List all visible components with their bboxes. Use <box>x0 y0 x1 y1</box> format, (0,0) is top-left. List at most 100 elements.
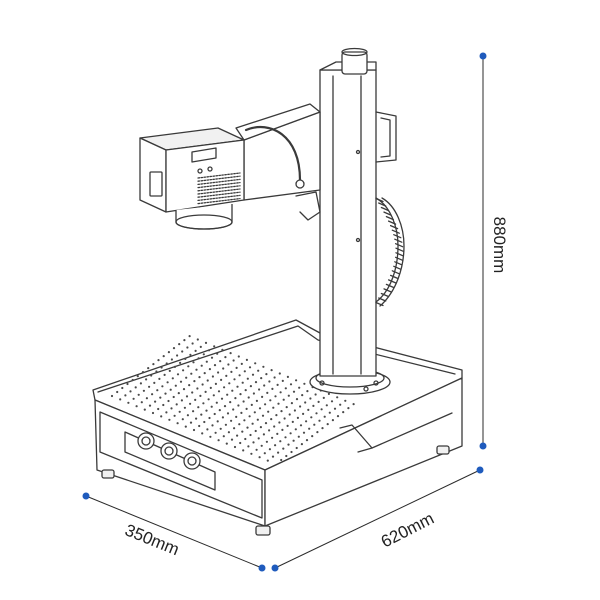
vertical-column <box>309 47 391 395</box>
table-hole <box>295 379 298 382</box>
table-hole <box>277 451 280 454</box>
cable-coil <box>389 274 399 280</box>
table-hole <box>201 432 204 435</box>
table-hole <box>246 377 249 380</box>
vent-slot <box>197 178 241 186</box>
table-hole <box>110 394 114 398</box>
table-hole <box>217 439 220 442</box>
cable-coil <box>380 206 390 212</box>
table-hole <box>219 427 222 430</box>
table-hole <box>302 412 305 415</box>
table-hole <box>191 391 194 394</box>
table-hole <box>223 386 226 389</box>
table-hole <box>148 404 152 407</box>
table-hole <box>256 418 259 421</box>
table-hole <box>213 364 217 367</box>
table-hole <box>151 393 154 396</box>
table-hole <box>278 421 281 424</box>
table-hole <box>246 426 249 429</box>
table-hole <box>216 420 219 423</box>
table-hole <box>300 443 303 446</box>
table-hole <box>253 411 256 414</box>
column-cap <box>341 51 368 75</box>
table-hole <box>257 369 260 372</box>
table-hole <box>292 439 295 442</box>
table-hole <box>269 399 272 402</box>
table-hole <box>155 370 158 373</box>
table-hole <box>222 435 225 438</box>
table-hole <box>265 373 268 376</box>
cable-coil <box>394 243 404 248</box>
table-hole <box>219 360 222 363</box>
table-hole <box>239 441 242 445</box>
table-hole <box>185 376 188 379</box>
table-hole <box>200 413 203 416</box>
vent-slot <box>197 181 241 189</box>
table-hole <box>302 431 306 434</box>
table-hole <box>153 381 156 384</box>
table-hole <box>217 371 220 374</box>
table-hole <box>229 401 232 404</box>
table-hole <box>183 406 186 409</box>
cable-coil <box>391 270 400 275</box>
table-hole <box>254 429 257 433</box>
vent-slot <box>197 172 241 179</box>
table-hole <box>203 372 206 375</box>
table-hole <box>323 415 326 418</box>
table-hole <box>205 360 208 363</box>
table-hole <box>204 390 207 393</box>
table-hole <box>241 381 244 384</box>
table-hole <box>209 386 212 389</box>
table-hole <box>233 427 236 430</box>
table-hole <box>189 402 192 405</box>
table-hole <box>192 361 195 364</box>
table-hole <box>235 415 238 418</box>
table-hole <box>208 416 211 420</box>
table-hole <box>178 410 181 413</box>
table-hole <box>308 427 311 430</box>
cable-coil <box>385 215 395 221</box>
dimension-endpoint <box>258 564 266 572</box>
cable-coil <box>394 238 403 243</box>
table-hole <box>288 413 291 416</box>
table-hole <box>179 380 183 383</box>
table-hole <box>290 402 293 405</box>
table-hole <box>285 406 288 409</box>
table-hole <box>336 396 339 399</box>
table-hole <box>236 434 239 437</box>
table-hole <box>190 372 193 375</box>
table-hole <box>126 382 129 386</box>
head-display <box>191 147 217 163</box>
table-hole <box>228 382 231 385</box>
table-hole <box>211 375 214 378</box>
table-hole <box>162 403 165 407</box>
table-hole <box>316 431 319 434</box>
laser-head <box>139 127 245 230</box>
table-hole <box>315 412 318 415</box>
table-hole <box>281 428 284 431</box>
cable-coil <box>378 297 387 302</box>
table-hole <box>320 408 323 411</box>
foot <box>255 525 271 536</box>
table-hole <box>145 397 148 400</box>
table-hole <box>167 351 170 354</box>
table-hole <box>286 375 289 378</box>
table-hole <box>280 410 283 413</box>
table-hole <box>237 404 240 407</box>
width-label: 620mm <box>378 509 437 552</box>
table-hole <box>161 385 164 388</box>
table-hole <box>207 398 210 401</box>
table-hole <box>243 370 246 373</box>
table-hole <box>198 376 201 379</box>
table-hole <box>214 382 217 385</box>
table-hole <box>189 421 193 424</box>
table-hole <box>197 406 200 409</box>
table-hole <box>258 407 262 410</box>
table-hole <box>142 389 145 392</box>
table-hole <box>238 374 241 377</box>
table-hole <box>223 405 227 408</box>
table-hole <box>212 394 215 397</box>
table-hole <box>260 444 263 447</box>
table-hole <box>116 390 119 394</box>
cable-coil <box>375 197 384 203</box>
